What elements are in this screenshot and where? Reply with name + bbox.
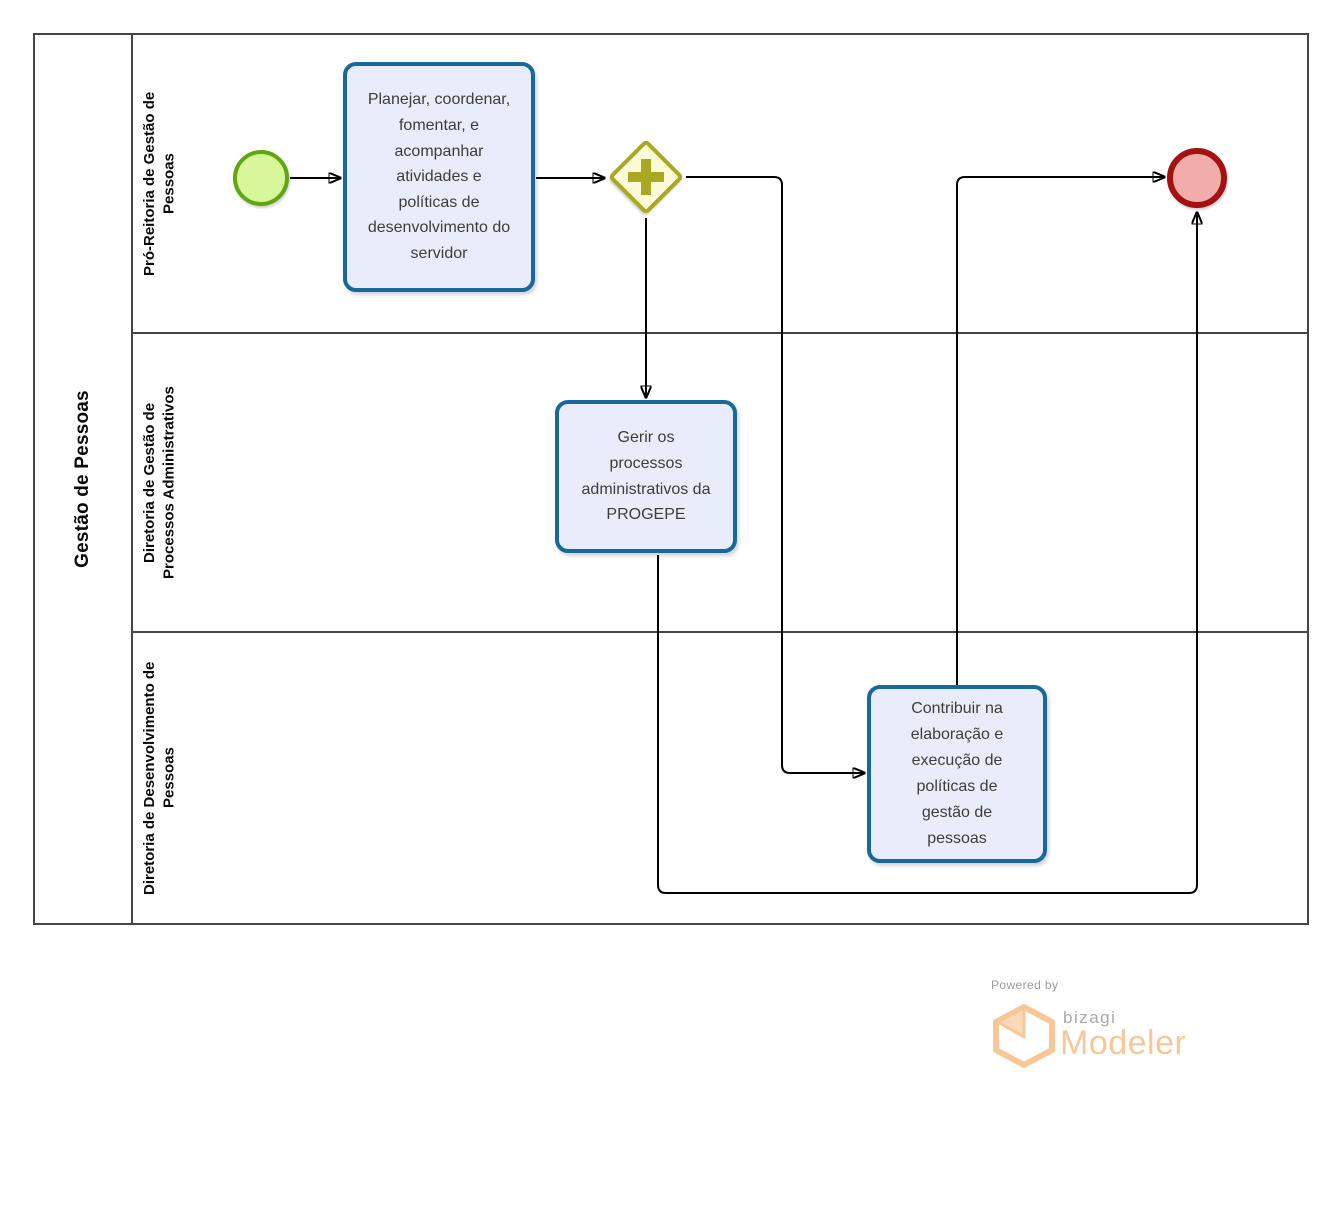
pool-title-band: Gestão de Pessoas — [35, 35, 133, 923]
lane-label: Diretoria de Desenvolvimento de Pessoas — [141, 661, 178, 895]
modeler-wordmark: Modeler — [1060, 1024, 1187, 1062]
lane-diretoria-desenvolvimento: Diretoria de Desenvolvimento de Pessoas — [133, 631, 1307, 923]
pool-title: Gestão de Pessoas — [72, 390, 93, 568]
lane-label: Diretoria de Gestão de Processos Adminis… — [141, 386, 178, 579]
lane-pro-reitoria: Pró-Reitoria de Gestão de Pessoas — [133, 35, 1307, 332]
bizagi-wordmark: bizagi — [1063, 1008, 1117, 1027]
task-label: Planejar, coordenar, fomentar, e acompan… — [367, 91, 511, 262]
end-event — [1167, 148, 1227, 208]
powered-by-label: Powered by — [991, 978, 1059, 992]
bizagi-modeler-logo: Powered by bizagi Modeler — [989, 976, 1249, 1076]
task-planejar: Planejar, coordenar, fomentar, e acompan… — [343, 62, 535, 292]
lane-label: Pró-Reitoria de Gestão de Pessoas — [141, 91, 178, 276]
start-event — [233, 150, 289, 206]
hexagon-icon — [993, 1004, 1055, 1068]
task-gerir: Gerir os processos administrativos da PR… — [555, 400, 737, 553]
task-label: Gerir os processos administrativos da PR… — [581, 428, 711, 524]
task-label: Contribuir na elaboração e execução de p… — [910, 700, 1004, 847]
task-contribuir: Contribuir na elaboração e execução de p… — [867, 685, 1047, 863]
plus-icon — [641, 159, 651, 195]
parallel-gateway — [606, 137, 686, 217]
